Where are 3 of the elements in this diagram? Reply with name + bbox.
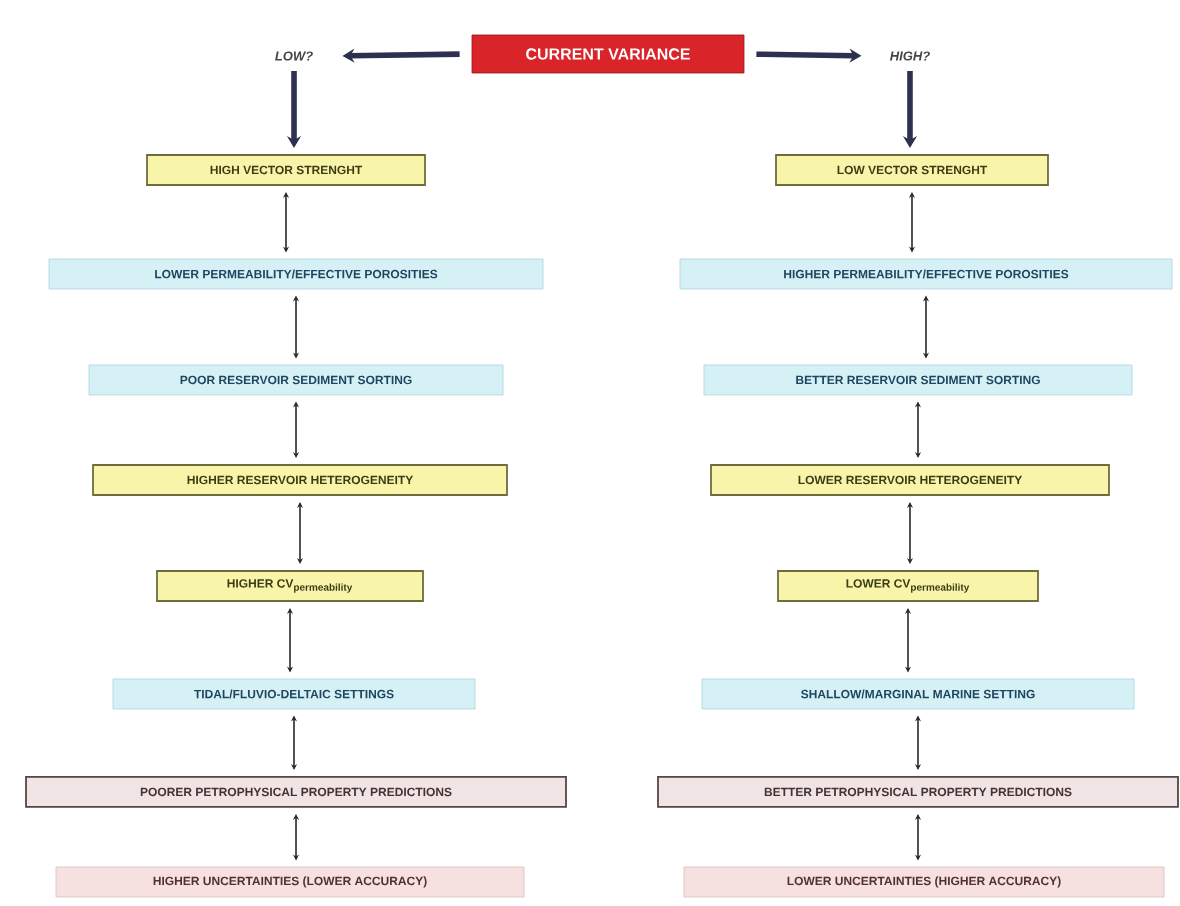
process-box: $\text{LOWER CV}_{\text{permeability}}$ — [777, 570, 1039, 602]
variance-box: CURRENT VARIANCE — [471, 34, 745, 74]
process-box: $\text{HIGHER CV}_{\text{permeability}}$ — [156, 570, 424, 602]
